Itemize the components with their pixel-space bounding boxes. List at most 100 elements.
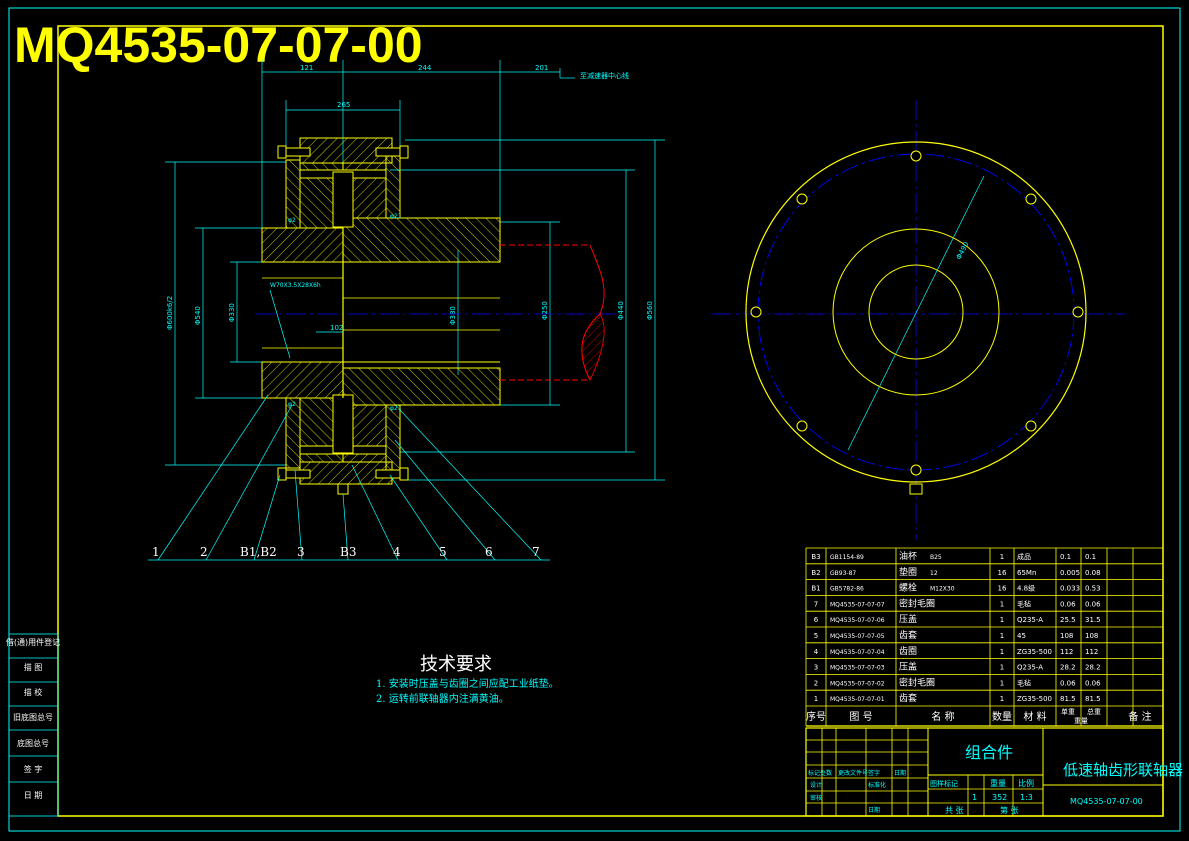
bom-total-weight: 0.1 [1085,553,1096,561]
bom-code: MQ4535-07-07-04 [830,649,885,656]
dim-v4: Φ250 [541,301,549,320]
bom-unit-weight: 0.005 [1060,569,1080,577]
sign-label-7: 日期 [868,806,880,814]
scale-value: 1:3 [1020,793,1033,802]
bom-qty: 1 [1000,648,1004,656]
bom-name: 压盖 [899,613,917,625]
strip-label-6: 日 期 [24,791,43,800]
bom-total-weight: 0.53 [1085,585,1101,593]
sign-label-3: 日期 [894,769,906,777]
dim-d4: 265 [337,101,350,109]
bom-mat: 45 [1017,632,1026,640]
bom-code: MQ4535-07-07-02 [830,680,885,687]
bom-total-weight: 28.2 [1085,664,1101,672]
svg-text:φ2: φ2 [288,401,296,408]
dim-d5: 102 [330,324,343,332]
section-view: 121 244 201 265 至减速器中心线 Φ600k6/2 Φ540 Φ3… [148,60,665,561]
bom-name: 齿套 [899,629,917,641]
bom-mat: 4.8级 [1017,584,1035,593]
bom-header-name: 名 称 [931,710,954,723]
tech-line-0: 1. 安装时压盖与齿圈之间应配工业纸垫。 [376,677,559,690]
bom-qty: 1 [1000,664,1004,672]
strip-label-0: 借(通)用件登记 [6,637,60,647]
dim-d1: 121 [300,64,313,72]
bom-total-weight: 0.08 [1085,569,1101,577]
sign-label-2: 签字 [868,769,880,777]
bom-mat: 毛毡 [1017,678,1031,687]
outer-border [8,7,1181,832]
bom-name: 密封毛圈 [899,597,935,609]
bom-header-mat: 材 料 [1023,710,1046,723]
spline-note: W70X3.5X28X6h [270,282,321,289]
bom-mat: 65Mn [1017,569,1036,577]
dim-v5: Φ380 [449,306,457,325]
left-strip: 借(通)用件登记 描 图 描 校 旧底图总号 底图总号 签 字 日 期 [6,633,60,817]
dim-v3: Φ330 [228,303,236,322]
title-number: MQ4535-07-07-00 [14,17,423,73]
bom-total-weight: 0.06 [1085,600,1101,608]
bom-total-weight: 81.5 [1085,695,1101,703]
bom-no: 5 [814,632,818,640]
bom-name: 齿套 [899,692,917,704]
bom-no: 6 [814,616,819,624]
bom-unit-weight: 108 [1060,632,1073,640]
bom-name: 油杯 [899,550,917,562]
bom-mat: ZG35-500 [1017,648,1052,656]
bom-qty: 1 [1000,695,1004,703]
bom-name: 垫圈 [899,566,917,578]
tech-heading: 技术要求 [420,654,492,675]
strip-label-1: 描 图 [24,662,43,672]
balloon-2: B1,B2 [240,545,277,559]
bom-total-weight: 0.06 [1085,679,1101,687]
bom-name: 齿圈 [899,646,917,657]
bom-header-note: 备 注 [1128,710,1151,723]
bom-qty: 16 [998,569,1007,577]
bom-total-weight: 108 [1085,632,1098,640]
title-block: 组合件 低速轴齿形联轴器 MQ4535-07-07-00 图样标记 重量 比例 … [805,727,1183,817]
bom-spec: 12 [930,570,938,577]
strip-label-5: 签 字 [24,764,43,774]
bom-header-qty: 数量 [992,710,1012,723]
bom-mat: ZG35-500 [1017,695,1052,703]
sign-label-0: 标记处数 [808,769,832,777]
sheet-no: 第 张 [1000,805,1019,815]
sign-label-5: 审核 [810,794,822,802]
bom-code: GB1154-89 [830,554,864,561]
top-note: 至减速器中心线 [580,71,629,80]
balloon-0: 1 [152,545,160,559]
bom-qty: 1 [1000,600,1004,608]
bom-code: MQ4535-07-07-05 [830,633,885,640]
sign-label-4: 设计 [810,781,822,789]
strip-label-4: 底图总号 [17,738,49,748]
bom-header-weight: 重量 [1074,717,1088,725]
bom-spec: B25 [930,554,942,561]
sign-label-1: 更改文件号 [838,769,868,777]
bom-name: 螺栓 [899,582,917,594]
dim-d3: 201 [535,64,548,72]
dim-d2: 244 [418,64,432,72]
end-view: Φ490 [712,100,1125,540]
bom-no: 2 [814,679,818,687]
dim-v7: Φ560 [646,301,654,320]
drawing-no: MQ4535-07-07-00 [1070,797,1143,806]
bom-unit-weight: 81.5 [1060,695,1076,703]
balloon-1: 2 [200,545,208,559]
bom-unit-weight: 0.033 [1060,585,1080,593]
dim-v1: Φ600k6/2 [166,296,174,330]
balloon-4: B3 [340,545,356,559]
bom-mat: Q235-A [1017,616,1043,624]
bom-header-unit-weight: 单重 [1061,707,1075,716]
bom-unit-weight: 28.2 [1060,664,1076,672]
bom-no: B2 [811,569,820,577]
balloon-5: 4 [393,545,401,559]
bom-no: 7 [814,600,818,608]
bom-qty: 1 [1000,616,1004,624]
sign-label-6: 标准化 [868,781,886,789]
bom-no: 1 [814,695,818,703]
bom-name: 密封毛圈 [899,676,935,688]
bom-name: 压盖 [899,661,917,673]
bom-spec: M12X30 [930,586,955,593]
bom-code: MQ4535-07-07-06 [830,617,885,624]
bom-qty: 16 [998,585,1007,593]
